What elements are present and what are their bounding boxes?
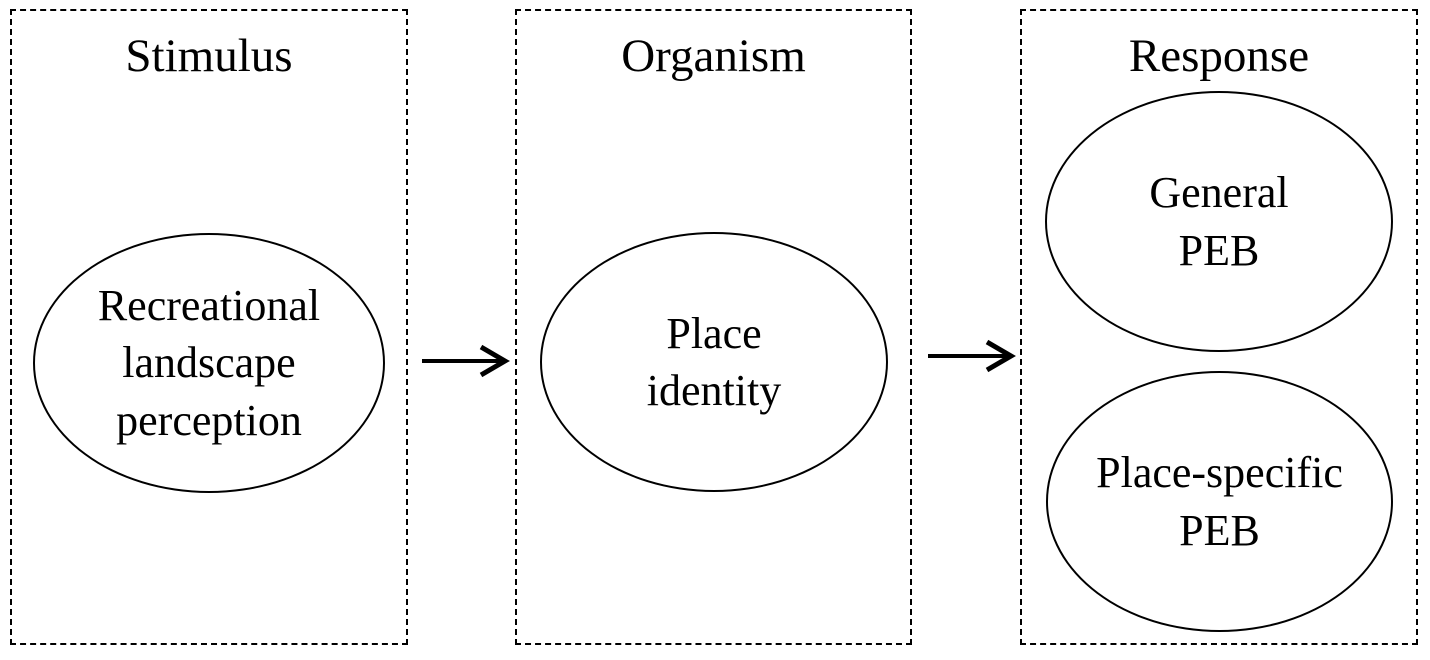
- place-identity-label: Place identity: [646, 308, 782, 415]
- general-peb-label: General PEB: [1149, 168, 1289, 275]
- recreational-landscape-perception-label: Recreational landscape perception: [97, 281, 321, 445]
- general-peb-node: General PEB: [1045, 91, 1393, 352]
- place-identity-node: Place identity: [540, 232, 888, 492]
- arrow-stimulus-to-organism-icon: [422, 344, 510, 378]
- place-specific-peb-label: Place-specific PEB: [1096, 448, 1343, 555]
- place-specific-peb-node: Place-specific PEB: [1046, 371, 1393, 632]
- organism-title: Organism: [621, 30, 806, 82]
- response-title: Response: [1128, 30, 1310, 82]
- recreational-landscape-perception-node: Recreational landscape perception: [33, 233, 385, 493]
- arrow-organism-to-response-icon: [928, 339, 1016, 373]
- stimulus-title: Stimulus: [125, 30, 293, 82]
